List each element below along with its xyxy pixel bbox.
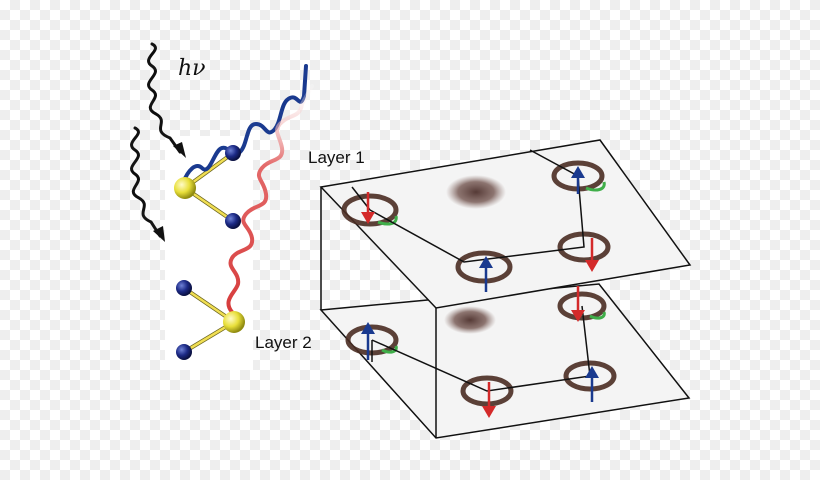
- chalcogen-atom-layer1-bottom: [225, 213, 241, 229]
- electron-wave-layer1: [181, 64, 308, 185]
- layer2-hotspot-right: [589, 311, 606, 320]
- layer2-label: Layer 2: [255, 333, 312, 352]
- layer1-spin-arrows: [361, 166, 599, 292]
- layer2-valley-right-top: [557, 291, 607, 321]
- layer1-valley-left: [341, 193, 399, 227]
- photon-wave-2: [130, 126, 162, 238]
- metal-atom-layer1: [174, 177, 196, 199]
- layer2-hotspot-left: [381, 345, 398, 354]
- photon-wave-1: [147, 42, 182, 154]
- photon-waves: [130, 42, 186, 242]
- chalcogen-atom-layer2-top: [176, 280, 192, 296]
- layer1-center-pocket: [446, 175, 506, 209]
- layer2-spin-arrows: [361, 286, 599, 418]
- layer2-plane-fill: [319, 283, 691, 439]
- layer1-hotspot-right: [585, 181, 606, 192]
- layer1-atoms: [174, 145, 241, 229]
- photon-arrowhead-1: [173, 142, 186, 158]
- layer2-plane: [319, 283, 691, 439]
- layer2-zone-edges: [371, 305, 591, 392]
- chalcogen-atom-layer2-bottom: [176, 344, 192, 360]
- layer2-atoms: [176, 280, 245, 360]
- layer1-valley-right-bottom: [557, 231, 611, 263]
- electron-wave-layer2: [226, 84, 314, 314]
- layer2-center-pocket: [444, 306, 496, 334]
- layer1-hotspot-left: [377, 215, 398, 226]
- photon-arrowhead-2: [153, 226, 165, 242]
- metal-atom-layer2: [223, 311, 245, 333]
- layer1-valley-center: [455, 250, 513, 284]
- layer1-zone-edges: [369, 149, 585, 263]
- layer1-plane: [319, 139, 692, 309]
- photon-energy-label: hν: [178, 56, 206, 81]
- layer2-valley-right-bottom: [563, 360, 617, 392]
- layer2-valley-bottom: [460, 375, 514, 407]
- chalcogen-atom-layer1-top: [225, 145, 241, 161]
- layer1-label: Layer 1: [308, 148, 365, 167]
